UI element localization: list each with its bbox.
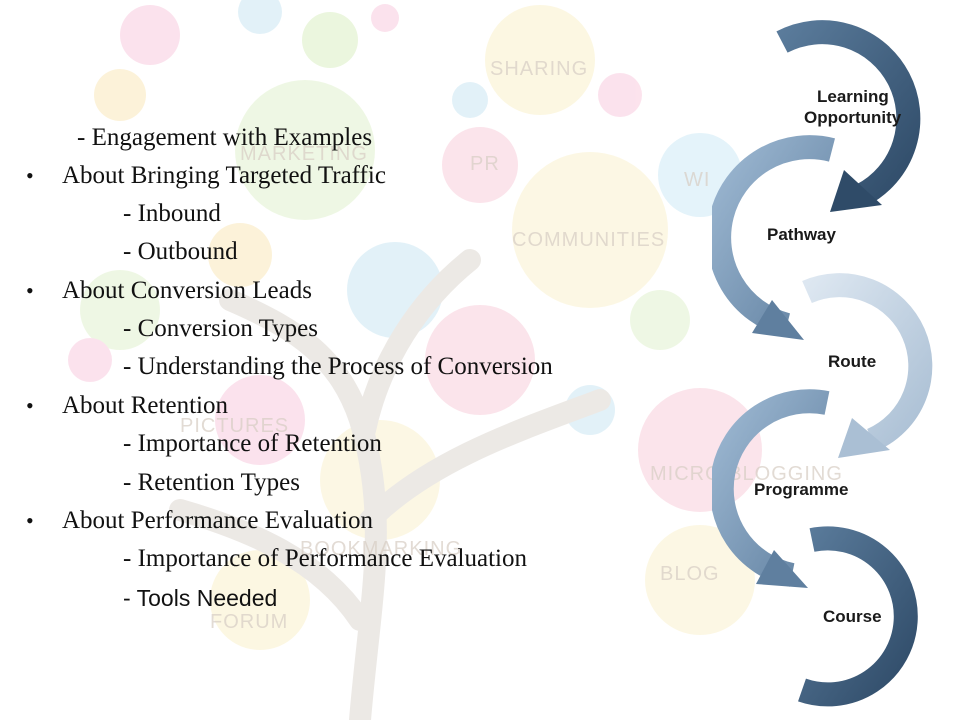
slide-text-content: - Engagement with Examples • About Bring… bbox=[26, 124, 553, 611]
cycle-label-learning: Learning bbox=[817, 87, 889, 106]
bullet-performance-evaluation: About Performance Evaluation bbox=[62, 507, 374, 534]
bullet-dot: • bbox=[26, 393, 34, 418]
sub-item-retention-types: - Retention Types bbox=[123, 469, 300, 496]
sub-item-conversion-types: - Conversion Types bbox=[123, 315, 318, 342]
sub-item-importance-retention: - Importance of Retention bbox=[123, 430, 382, 457]
cycle-arrow-course bbox=[798, 526, 918, 707]
watermark-marketing: MARKETING bbox=[240, 143, 368, 165]
cycle-label-pathway: Pathway bbox=[767, 225, 837, 244]
cycle-label-opportunity: Opportunity bbox=[804, 108, 902, 127]
cycle-label-route: Route bbox=[828, 352, 876, 371]
sub-item-tools-needed: - Tools Needed bbox=[123, 585, 278, 611]
sub-item-conversion-process: - Understanding the Process of Conversio… bbox=[123, 353, 553, 380]
cycle-arrow-route bbox=[802, 273, 933, 458]
watermark-bookmarking: BOOKMARKING bbox=[300, 538, 462, 560]
bullet-dot: • bbox=[26, 278, 34, 303]
cycle-arrow-learning bbox=[776, 20, 921, 212]
bullet-conversion-leads: About Conversion Leads bbox=[62, 277, 312, 304]
learning-cycle-diagram: Learning Opportunity Pathway Route Progr… bbox=[712, 20, 933, 707]
cycle-label-course: Course bbox=[823, 607, 882, 626]
cycle-arrow-pathway bbox=[712, 135, 835, 340]
bullet-retention: About Retention bbox=[62, 392, 228, 419]
bullet-targeted-traffic: About Bringing Targeted Traffic bbox=[62, 162, 386, 189]
watermark-pictures: PICTURES bbox=[180, 415, 289, 437]
sub-item-inbound: - Inbound bbox=[123, 200, 221, 227]
watermark-communities: COMMUNITIES bbox=[512, 229, 665, 251]
sub-item-importance-performance: - Importance of Performance Evaluation bbox=[123, 545, 527, 572]
watermark-sharing: SHARING bbox=[490, 58, 588, 80]
cycle-label-programme: Programme bbox=[754, 480, 848, 499]
sub-item-outbound: - Outbound bbox=[123, 238, 238, 265]
watermark-forum: FORUM bbox=[210, 611, 288, 633]
sub-item-engagement: - Engagement with Examples bbox=[77, 124, 373, 151]
watermark-blog: BLOG bbox=[660, 563, 720, 585]
watermark-wi: WI bbox=[684, 169, 710, 191]
bullet-dot: • bbox=[26, 163, 34, 188]
bullet-dot: • bbox=[26, 508, 34, 533]
watermark-pr: PR bbox=[470, 153, 500, 175]
cycle-arrow-programme bbox=[712, 389, 830, 588]
watermark-micro-blogging: MICRO BLOGGING bbox=[650, 463, 843, 485]
